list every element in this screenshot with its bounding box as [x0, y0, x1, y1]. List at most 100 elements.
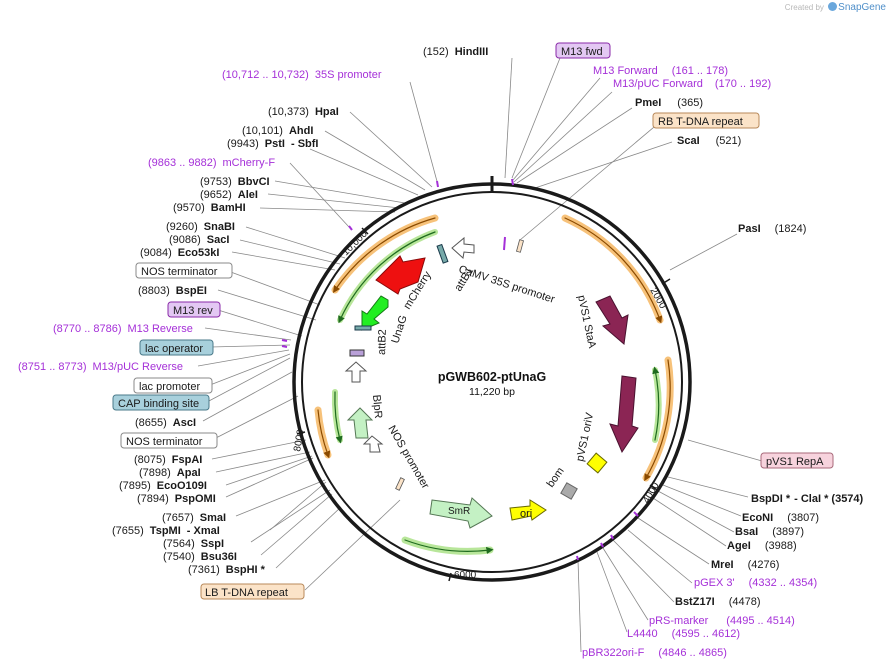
label-bstz17i-pos: (4478)	[729, 596, 761, 608]
label-bsu36i: Bsu36I	[201, 551, 237, 563]
label-pasi-pos: (1824)	[775, 223, 807, 235]
svg-text:(8803)BspEI: (8803)BspEI	[138, 285, 207, 297]
label-bsphi: BspHI *	[226, 564, 266, 576]
label-saci-pos: (9086)	[169, 234, 201, 246]
label-m13puc-forward: M13/pUC Forward	[613, 78, 703, 90]
svg-text:(10,712 .. 10,732)35S promoter: (10,712 .. 10,732)35S promoter	[222, 69, 382, 81]
label-hindiii: HindIII	[455, 46, 489, 58]
label-m13puc-forward-pos: (170 .. 192)	[715, 78, 771, 90]
label-lac-operator: lac operator	[145, 343, 203, 355]
label-clai: - ClaI * (3574)	[794, 493, 863, 505]
svg-text:M13/pUC Forward(170 .. 192): M13/pUC Forward (170 .. 192)	[613, 78, 771, 90]
label-psti: PstI	[265, 138, 285, 150]
svg-text:BstZ17I(4478): BstZ17I(4478)	[675, 596, 761, 608]
svg-text:BspDI *- ClaI * (3574): BspDI *- ClaI * (3574)	[751, 493, 864, 505]
label-pvs1-repa: pVS1 RepA	[766, 456, 824, 468]
label-lb-tdna: LB T-DNA repeat	[205, 587, 288, 599]
mcherry-arrow[interactable]	[375, 255, 426, 295]
label-pgex3: pGEX 3'	[694, 577, 735, 589]
svg-text:(7564)SspI: (7564)SspI	[163, 538, 224, 550]
blpr-arrow[interactable]	[346, 407, 374, 439]
label-nos-terminator-1: NOS terminator	[141, 266, 218, 278]
label-pbr322ori-f-pos: (4846 .. 4865)	[658, 647, 727, 659]
svg-text:(9086)SacI: (9086) SacI	[169, 234, 229, 246]
label-l4440: L4440	[627, 628, 658, 640]
leader-lines	[197, 57, 763, 653]
plasmid-size: 11,220 bp	[469, 386, 515, 398]
box-lb-tdna	[200, 583, 305, 600]
label-pmei-pos: (365)	[677, 97, 703, 109]
label-ecoo109i: EcoO109I	[157, 480, 207, 492]
left-labels: (10,712 .. 10,732)35S promoter (10,373)H…	[18, 69, 382, 600]
label-attb2: attB2	[376, 329, 389, 355]
label-apai: ApaI	[177, 467, 201, 479]
svg-text:(9652)AleI: (9652)AleI	[200, 189, 258, 201]
label-nos-terminator-2: NOS terminator	[126, 436, 203, 448]
box-nos-terminator-2	[120, 432, 218, 449]
svg-text:(10,101)AhdI: (10,101)AhdI	[242, 125, 313, 137]
svg-text:(7657)SmaI: (7657)SmaI	[162, 512, 226, 524]
label-alei-pos: (9652)	[200, 189, 232, 201]
label-m13-reverse: M13 Reverse	[128, 323, 193, 335]
smr-arrow[interactable]	[429, 497, 493, 529]
svg-text:(8770 .. 8786)M13 Reverse: (8770 .. 8786) M13 Reverse	[53, 323, 193, 335]
label-bsphi-pos: (7361)	[188, 564, 220, 576]
feature-arrows[interactable]	[344, 236, 639, 529]
label-apai-pos: (7898)	[139, 467, 171, 479]
label-pvs1-oriv: pVS1 oriV	[574, 411, 596, 463]
label-asci: AscI	[173, 417, 196, 429]
label-snabi-pos: (9260)	[166, 221, 198, 233]
label-psti-pos: (9943)	[227, 138, 259, 150]
svg-text:(9570)BamHI: (9570)BamHI	[173, 202, 246, 214]
label-ori: ori	[520, 508, 532, 520]
label-m13-forward-pos: (161 .. 178)	[672, 65, 728, 77]
camv35s-arrow[interactable]	[451, 236, 475, 259]
label-mcherry-f-pos: (9863 .. 9882)	[148, 157, 217, 169]
label-35s-promoter: 35S promoter	[315, 69, 382, 81]
label-m13-reverse-pos: (8770 .. 8786)	[53, 323, 122, 335]
svg-text:BsaI(3897): BsaI (3897)	[735, 526, 804, 538]
ruler	[296, 227, 671, 582]
pvs1-staa-arrow[interactable]	[595, 295, 629, 345]
bom-marker	[560, 482, 578, 500]
label-blpr: BlpR	[370, 394, 384, 419]
label-pspomi: PspOMI	[175, 493, 216, 505]
snapgene-logo-icon	[828, 2, 838, 11]
oriv-yellow-marker	[586, 452, 608, 474]
label-snabi: SnaBI	[204, 221, 235, 233]
rb-tdna-marker	[516, 239, 524, 253]
label-saci: SacI	[207, 234, 230, 246]
unag-arrow[interactable]	[361, 295, 389, 331]
svg-text:(152)HindIII: (152) HindIII	[423, 46, 488, 58]
label-bspdi: BspDI *	[751, 493, 791, 505]
label-ecoo109i-pos: (7895)	[119, 480, 151, 492]
ori-arrow[interactable]	[509, 499, 547, 521]
label-fspai-pos: (8075)	[134, 454, 166, 466]
label-bsai: BsaI	[735, 526, 758, 538]
label-prs-marker-pos: (4495 .. 4514)	[726, 615, 795, 627]
svg-text:pBR322ori-F(4846 .. 4865): pBR322ori-F (4846 .. 4865)	[582, 647, 727, 659]
attb2-marker	[354, 325, 372, 331]
label-tspmi-pos: (7655)	[112, 525, 144, 537]
label-hindiii-pos: (152)	[423, 46, 449, 58]
label-bsai-pos: (3897)	[772, 526, 804, 538]
label-pvs1-staa: pVS1 StaA	[575, 294, 598, 350]
svg-text:(7361)BspHI *: (7361) BspHI *	[188, 564, 266, 576]
label-econi: EcoNI	[742, 512, 773, 524]
label-smr: SmR	[448, 506, 470, 517]
box-pvs1-repa	[760, 452, 834, 469]
svg-text:pRS-marker(4495 .. 4514): pRS-marker(4495 .. 4514)	[649, 615, 795, 627]
label-l4440-pos: (4595 .. 4612)	[672, 628, 741, 640]
lac-promoter-arrow	[344, 361, 368, 383]
label-smai-pos: (7657)	[162, 512, 194, 524]
svg-text:(8655)AscI: (8655)AscI	[135, 417, 196, 429]
label-pbr322ori-f: pBR322ori-F	[582, 647, 645, 659]
watermark-brand: SnapGene	[838, 2, 886, 13]
plasmid-name: pGWB602-ptUnaG	[438, 370, 546, 384]
svg-text:PmeI(365): PmeI(365)	[635, 97, 703, 109]
label-bsu36i-pos: (7540)	[163, 551, 195, 563]
svg-text:(8751 .. 8773)M13/pUC Reverse: (8751 .. 8773)M13/pUC Reverse	[18, 361, 183, 373]
pvs1-oriv-arrow[interactable]	[609, 375, 639, 454]
svg-text:L4440(4595 .. 4612): L4440 (4595 .. 4612)	[627, 628, 740, 640]
